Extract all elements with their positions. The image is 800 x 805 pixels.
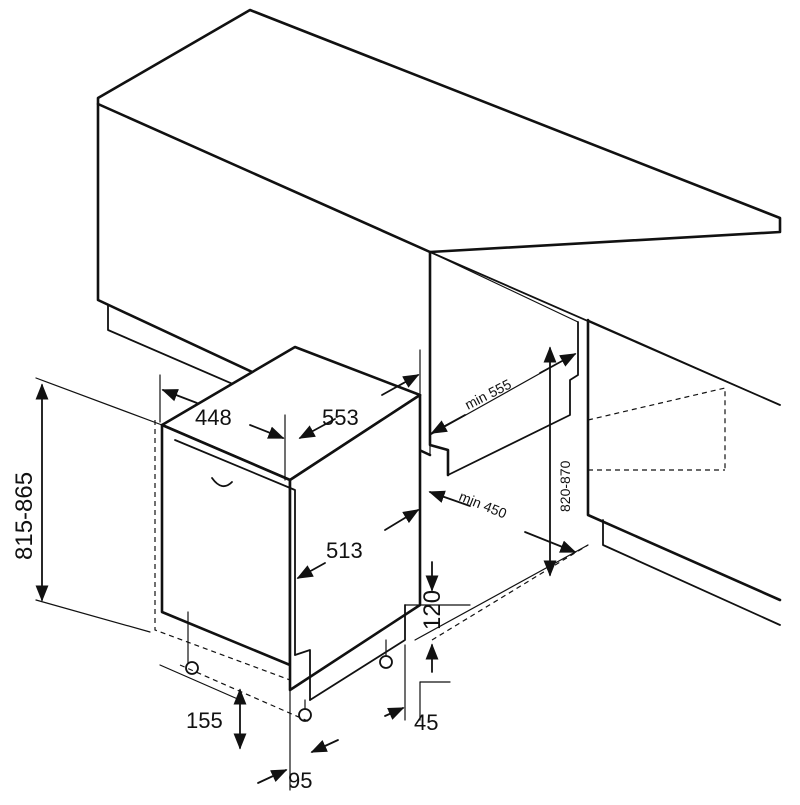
door-outline-dashed: [154, 420, 291, 681]
dim-height: [35, 377, 163, 633]
dim-panel-depth: [296, 509, 420, 579]
floor-lines: [159, 544, 589, 723]
dim-depth: [298, 349, 421, 439]
right-cabinet-front: [428, 250, 579, 477]
niche-outline: [587, 387, 726, 471]
label-niche-depth: min 555: [462, 376, 514, 413]
label-plinth-gap: 45: [414, 710, 438, 735]
dim-foot-offset: [257, 689, 339, 791]
label-foot-offset: 95: [288, 768, 312, 793]
dim-width: [159, 374, 286, 481]
label-niche-height: 820-870: [557, 460, 573, 512]
dim-plinth-height: [404, 561, 471, 683]
label-depth: 553: [322, 405, 359, 430]
label-height: 815-865: [11, 472, 38, 560]
countertop: [96, 8, 782, 406]
label-plinth-height: 120: [419, 590, 446, 630]
label-width: 448: [195, 405, 232, 430]
label-panel-depth: 513: [326, 538, 363, 563]
label-niche-width: min 450: [457, 488, 509, 522]
label-foot-depth: 155: [186, 708, 223, 733]
dim-niche-width: [428, 490, 577, 553]
dim-plinth-gap: [384, 644, 421, 721]
dishwasher-body: [160, 345, 422, 722]
right-cabinet: [586, 318, 782, 626]
